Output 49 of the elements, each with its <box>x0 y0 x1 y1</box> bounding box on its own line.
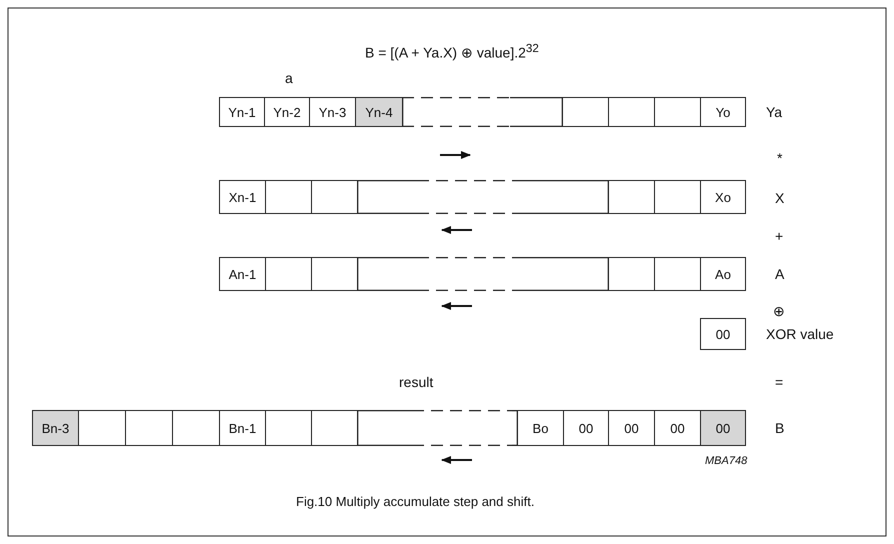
register-name: A <box>775 266 784 282</box>
register-cell <box>265 180 312 214</box>
register-cell: Bn-1 <box>219 410 266 446</box>
register-cell <box>402 97 563 127</box>
register-cell <box>311 180 358 214</box>
register-cell <box>357 180 609 214</box>
register-caption: result <box>399 374 434 390</box>
register-cell <box>172 410 220 446</box>
register-cell: Xn-1 <box>219 180 266 214</box>
register-cell: Yo <box>700 97 746 127</box>
register-cell: Yn-2 <box>264 97 310 127</box>
register-name: XOR value <box>766 326 834 342</box>
register-cell: Bo <box>517 410 564 446</box>
register-cell: Xo <box>700 180 746 214</box>
register-cell: Yn-4 <box>355 97 403 127</box>
register-cell <box>357 410 518 446</box>
register-cell: Bn-3 <box>32 410 79 446</box>
operator-sign: * <box>777 150 782 166</box>
register-cell: Ao <box>700 257 746 291</box>
operator-sign: ⊕ <box>773 303 785 319</box>
register-cell <box>654 180 701 214</box>
register-cell <box>78 410 126 446</box>
register-cell <box>654 97 701 127</box>
register-cell <box>311 257 358 291</box>
register-cell: Yn-1 <box>219 97 265 127</box>
bit-label: a <box>285 70 293 86</box>
register-cell <box>357 257 609 291</box>
operator-sign: + <box>775 228 784 244</box>
register-cell <box>654 257 701 291</box>
register-cell: 00 <box>563 410 609 446</box>
register-cell <box>608 180 655 214</box>
figure-code: MBA748 <box>705 455 748 467</box>
register-cell: 00 <box>700 410 746 446</box>
register-cell: 00 <box>608 410 655 446</box>
figure-caption: Fig.10 Multiply accumulate step and shift. <box>296 494 534 509</box>
register-cell: An-1 <box>219 257 266 291</box>
register-cell <box>562 97 609 127</box>
register-cell <box>265 410 312 446</box>
register-cell <box>265 257 312 291</box>
register-name: Ya <box>766 104 782 120</box>
register-cell <box>311 410 358 446</box>
register-cell <box>608 257 655 291</box>
operator-sign: = <box>775 374 784 390</box>
formula: B = [(A + Ya.X) ⊕ value].2$^{32}$ <box>365 42 539 61</box>
register-cell <box>125 410 173 446</box>
register-name: B <box>775 420 784 436</box>
register-name: X <box>775 190 784 206</box>
register-cell: 00 <box>700 318 746 350</box>
register-cell <box>608 97 655 127</box>
